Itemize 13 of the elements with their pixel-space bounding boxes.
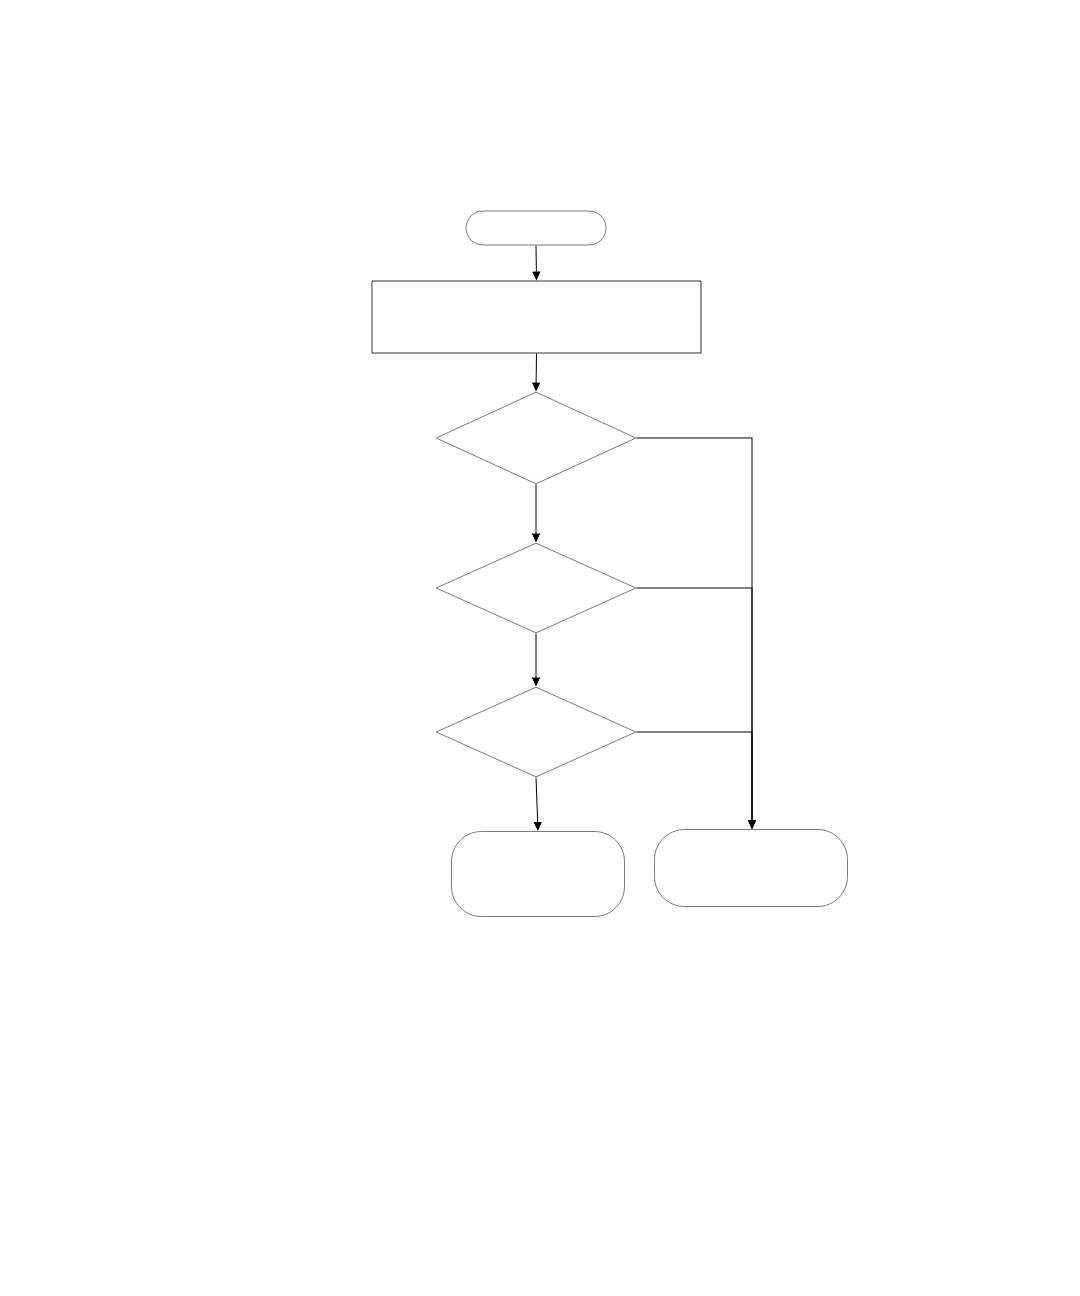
process-box bbox=[371, 280, 702, 354]
decision-diamond bbox=[435, 686, 637, 778]
decision-diamond bbox=[435, 542, 637, 634]
arrow bbox=[532, 483, 540, 542]
arrow bbox=[532, 352, 540, 391]
arrow bbox=[532, 244, 541, 280]
terminal-box bbox=[451, 831, 625, 917]
arrow bbox=[532, 632, 540, 686]
decision-diamond bbox=[435, 391, 637, 485]
arrow bbox=[533, 776, 542, 831]
terminal-box bbox=[654, 829, 848, 907]
arrow bbox=[635, 731, 756, 829]
terminal-box bbox=[465, 210, 607, 246]
